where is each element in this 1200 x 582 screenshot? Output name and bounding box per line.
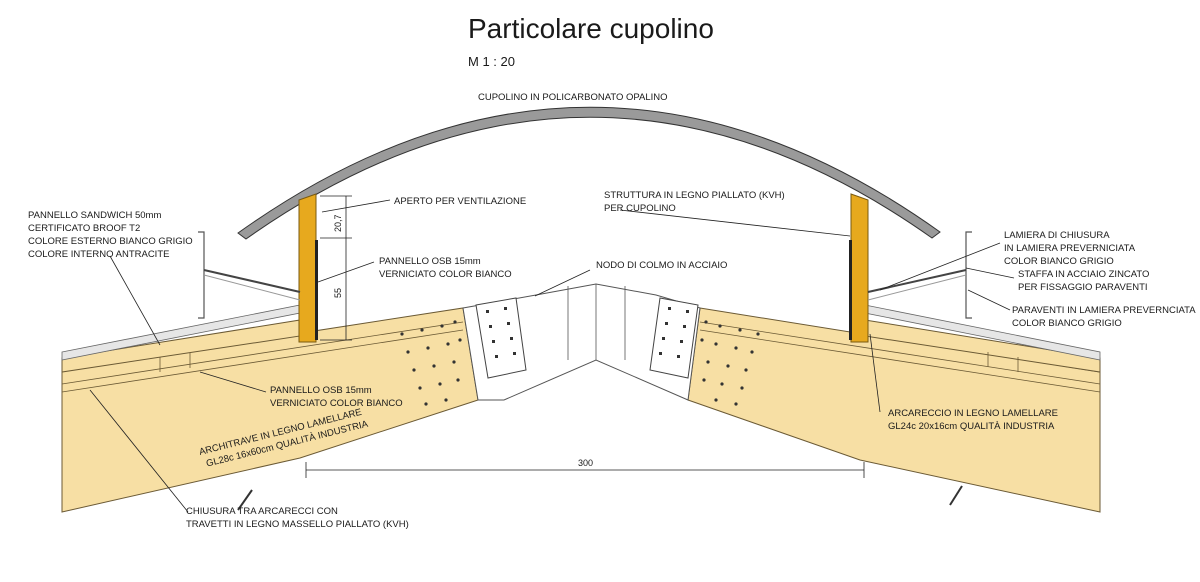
paraventi-left [198,231,301,319]
drawing-title: Particolare cupolino [468,13,714,44]
dimension-vertical [320,195,352,341]
ridge-node [462,283,701,401]
label-sandwich-3: COLORE ESTERNO BIANCO GRIGIO [28,236,193,247]
label-arcareccio-1: ARCARECCIO IN LEGNO LAMELLARE [888,408,1058,419]
right-roof [687,304,1101,513]
osb-line-right [699,321,1101,385]
label-lamiera-3: COLOR BIANCO GRIGIO [1004,256,1114,267]
kvh-post-right [850,193,869,343]
label-chiusura-2: TRAVETTI IN LEGNO MASSELLO PIALLATO (KVH… [186,519,409,530]
label-arcareccio-2: GL24c 20x16cm QUALITÀ INDUSTRIA [888,421,1055,432]
label-staffa-1: STAFFA IN ACCIAIO ZINCATO [1018,269,1149,280]
strut-left [237,489,253,511]
label-kvh-1: STRUTTURA IN LEGNO PIALLATO (KVH) [604,190,785,201]
label-osb-low-1: PANNELLO OSB 15mm [270,385,372,396]
osb-panel-left [315,240,318,340]
label-lamiera-1: LAMIERA DI CHIUSURA [1004,230,1110,241]
label-node: NODO DI COLMO IN ACCIAIO [596,260,727,271]
label-sandwich-1: PANNELLO SANDWICH 50mm [28,210,161,221]
left-roof [61,304,479,513]
label-sandwich-2: CERTIFICATO BROOF T2 [28,223,140,234]
label-paraventi-2: COLOR BIANCO GRIGIO [1012,318,1122,329]
dim-span: 300 [578,458,593,468]
architrave-left [61,307,479,513]
leader-lines [89,199,1015,513]
plate-bolts-left [486,307,516,358]
osb-line-left [61,321,464,385]
paraventi-right [867,231,972,319]
strut-right [949,485,963,506]
drawing-scale: M 1 : 20 [468,54,515,69]
bolted-plate-left [475,297,527,379]
label-lamiera-2: IN LAMIERA PREVERNICIATA [1004,243,1136,254]
osb-line-right [699,329,1101,393]
label-osb-top-1: PANNELLO OSB 15mm [379,256,481,267]
label-osb-top-2: VERNICIATO COLOR BIANCO [379,269,512,280]
osb-panel-right [849,240,852,340]
dim-post-height: 55 [333,288,343,298]
label-osb-low-2: VERNICIATO COLOR BIANCO [270,398,403,409]
label-staffa-2: PER FISSAGGIO PARAVENTI [1018,282,1148,293]
dim-vent-gap: 20,7 [333,214,343,232]
dome-shell [237,106,941,240]
label-sandwich-4: COLORE INTERNO ANTRACITE [28,249,169,260]
kvh-post-left [298,193,317,343]
bolted-plate-right [649,297,699,379]
dimension-span [305,462,865,478]
osb-line-left [61,329,464,393]
plate-bolts-right [659,307,689,358]
label-vent: APERTO PER VENTILAZIONE [394,196,526,207]
label-kvh-2: PER CUPOLINO [604,203,676,214]
label-chiusura-1: CHIUSURA TRA ARCARECCI CON [186,506,338,517]
bolt-holes-left [400,320,462,406]
label-paraventi-1: PARAVENTI IN LAMIERA PREVERNCIATA [1012,305,1196,316]
bolt-holes-right [700,320,760,406]
label-dome: CUPOLINO IN POLICARBONATO OPALINO [478,92,668,103]
